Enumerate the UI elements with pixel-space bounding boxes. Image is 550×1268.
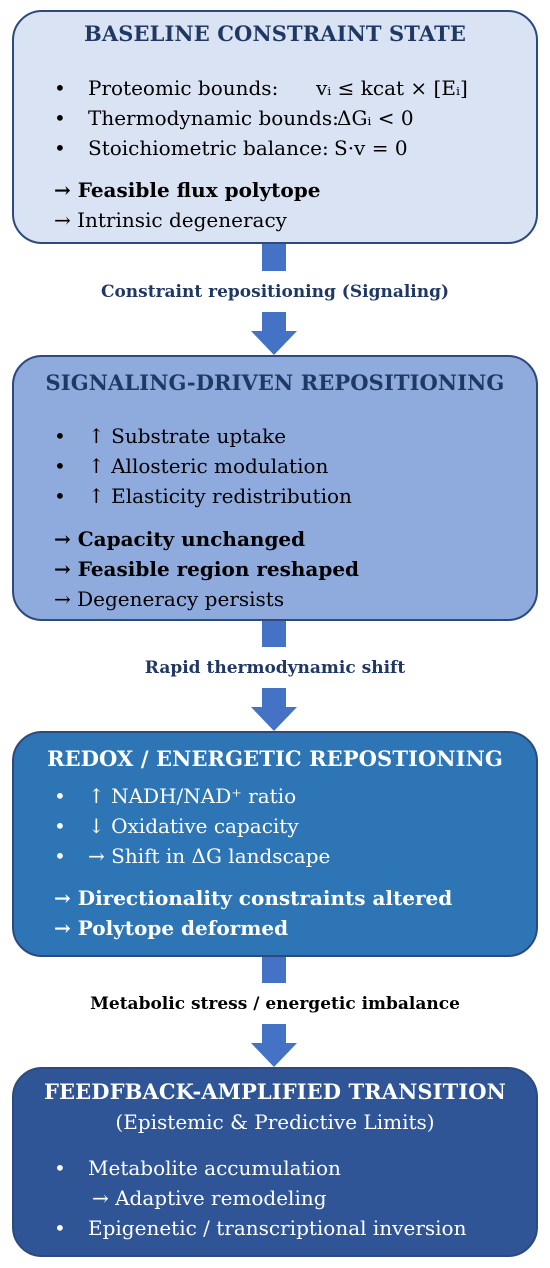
arrow-down-icon: [251, 331, 297, 355]
bullet-text: → Shift in ΔG landscape: [88, 844, 331, 868]
bullet-text: Metabolite accumulation: [88, 1156, 341, 1180]
bullet-dot: •: [54, 784, 66, 808]
outcome-line: → Directionality constraints altered: [54, 886, 453, 910]
arrow-down-icon: [251, 707, 297, 731]
box-redox-energetic-repositioning: REDOX / ENERGETIC REPOSTIONING • ↑ NADH/…: [12, 731, 538, 957]
box-signaling-driven-repositioning: SIGNALING-DRIVEN REPOSITIONING • ↑ Subst…: [12, 355, 538, 621]
bullet-dot: •: [54, 136, 66, 160]
bullet-text: ↑ NADH/NAD⁺ ratio: [88, 784, 297, 808]
bullet-formula: ΔGᵢ < 0: [337, 106, 414, 130]
outcome-line: → Capacity unchanged: [54, 527, 306, 551]
arrow-shaft: [262, 312, 286, 332]
bullet-dot: •: [54, 1216, 66, 1240]
bullet-dot: •: [54, 106, 66, 130]
arrow-shaft: [262, 621, 286, 647]
box-title: SIGNALING-DRIVEN REPOSITIONING: [45, 370, 505, 395]
box-subtitle: (Epistemic & Predictive Limits): [115, 1110, 435, 1134]
outcome-line: → Feasible region reshaped: [54, 557, 360, 581]
box-baseline-constraint-state: BASELINE CONSTRAINT STATE • Proteomic bo…: [12, 10, 538, 244]
bullet-dot: •: [54, 424, 66, 448]
bullet-label: Stoichiometric balance:: [88, 136, 329, 160]
bullet-dot: •: [54, 814, 66, 838]
outcome-line: → Polytope deformed: [54, 916, 289, 940]
arrow-down-icon: [251, 1043, 297, 1067]
bullet-text: ↑ Elasticity redistribution: [88, 484, 352, 508]
bullet-dot: •: [54, 1156, 66, 1180]
connector-label: Constraint repositioning (Signaling): [100, 282, 450, 302]
sub-outcome-line: → Adaptive remodeling: [92, 1186, 327, 1210]
outcome-line: → Feasible flux polytope: [54, 178, 321, 202]
box-title: FEEDFBACK-AMPLIFIED TRANSITION: [44, 1079, 506, 1104]
bullet-dot: •: [54, 76, 66, 100]
arrow-shaft: [262, 957, 286, 983]
bullet-dot: •: [54, 484, 66, 508]
box-title: BASELINE CONSTRAINT STATE: [84, 21, 466, 46]
outcome-line: → Intrinsic degeneracy: [54, 208, 287, 232]
bullet-label: Thermodynamic bounds:: [88, 106, 339, 130]
arrow-shaft: [262, 244, 286, 271]
bullet-text: ↑ Allosteric modulation: [88, 454, 329, 478]
bullet-text: Epigenetic / transcriptional inversion: [88, 1216, 467, 1240]
connector-label: Rapid thermodynamic shift: [144, 658, 406, 678]
box-feedback-amplified-transition: FEEDFBACK-AMPLIFIED TRANSITION (Epistemi…: [12, 1067, 538, 1257]
bullet-label: Proteomic bounds:: [88, 76, 279, 100]
connector-label: Metabolic stress / energetic imbalance: [90, 994, 460, 1014]
arrow-shaft: [262, 1024, 286, 1044]
box-title: REDOX / ENERGETIC REPOSTIONING: [47, 746, 503, 771]
outcome-line: → Degeneracy persists: [54, 587, 285, 611]
bullet-dot: •: [54, 844, 66, 868]
arrow-shaft: [262, 688, 286, 708]
bullet-formula: S·v = 0: [334, 136, 408, 160]
bullet-text: ↓ Oxidative capacity: [88, 814, 299, 838]
bullet-dot: •: [54, 454, 66, 478]
bullet-text: ↑ Substrate uptake: [88, 424, 287, 448]
bullet-formula: vᵢ ≤ kcat × [Eᵢ]: [316, 76, 468, 100]
